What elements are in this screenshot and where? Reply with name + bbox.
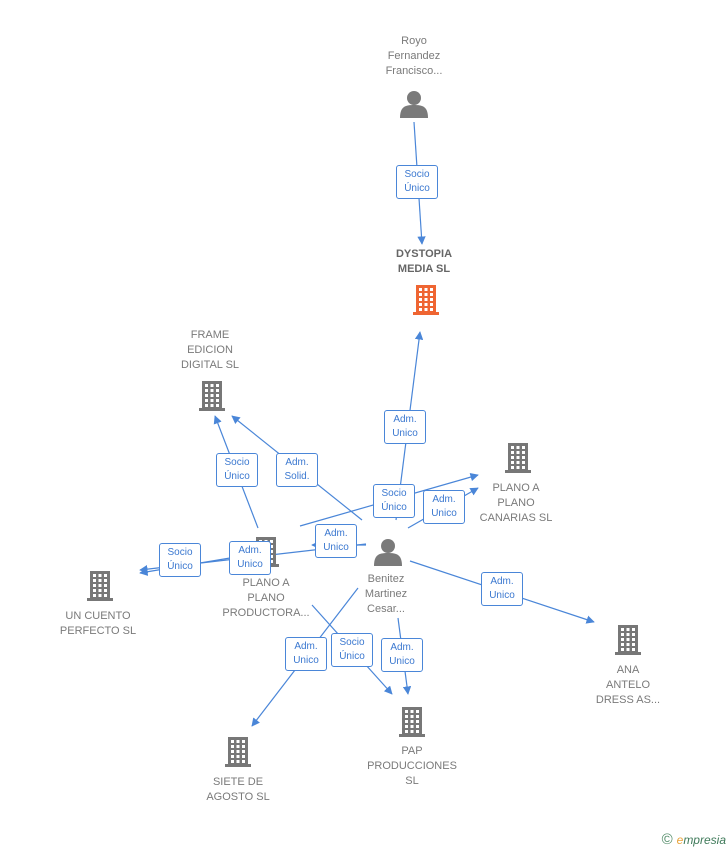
building-icon-canarias[interactable] [505,443,531,473]
person-icon-royo[interactable] [400,91,428,118]
node-label-cuento[interactable]: UN CUENTO PERFECTO SL [59,610,137,637]
brand-initial: e [676,833,684,847]
edge-label-benitez-to-frame[interactable]: Adm. Solid. [276,453,318,487]
building-icon-ana[interactable] [615,625,641,655]
node-label-pap[interactable]: PAP PRODUCCIONES SL [367,745,457,787]
edge-label-benitez-to-cuento[interactable]: Adm. Unico [229,541,271,575]
node-label-productora[interactable]: PLANO A PLANO PRODUCTORA... [222,577,310,619]
edge-label-benitez-to-productora[interactable]: Adm. Unico [315,524,357,558]
edge-label-benitez-to-dystopia[interactable]: Adm. Unico [384,410,426,444]
edge-label-benitez-to-canarias[interactable]: Adm. Unico [423,490,465,524]
node-label-canarias[interactable]: PLANO A PLANO CANARIAS SL [479,482,553,524]
building-icon-frame[interactable] [199,381,225,411]
person-icon-benitez[interactable] [374,539,402,566]
building-icon-siete[interactable] [225,737,251,767]
edge-label-royo-to-dystopia[interactable]: Socio Único [396,165,438,199]
copyright-symbol: © [661,831,673,848]
edge-label-productora-to-cuento[interactable]: Socio Único [159,543,201,577]
node-label-royo[interactable]: Royo Fernandez Francisco... [385,35,443,77]
node-label-dystopia[interactable]: DYSTOPIA MEDIA SL [395,248,453,275]
edge-label-benitez-to-siete[interactable]: Adm. Unico [285,637,327,671]
building-icon-pap[interactable] [399,707,425,737]
building-icon-dystopia[interactable] [413,285,439,315]
node-label-frame[interactable]: FRAME EDICION DIGITAL SL [180,329,240,371]
brand-watermark: ©empresia [662,831,726,848]
edge-label-productora-to-canarias[interactable]: Socio Único [373,484,415,518]
edge-label-productora-to-pap[interactable]: Socio Único [331,633,373,667]
edge-label-benitez-to-ana[interactable]: Adm. Unico [481,572,523,606]
edge-label-productora-to-frame[interactable]: Socio Único [216,453,258,487]
node-label-benitez[interactable]: Benitez Martinez Cesar... [364,573,408,615]
edge-label-benitez-to-pap[interactable]: Adm. Unico [381,638,423,672]
node-label-ana[interactable]: ANA ANTELO DRESS AS... [595,664,661,706]
building-icon-cuento[interactable] [87,571,113,601]
brand-name: mpresia [683,833,726,847]
node-label-siete[interactable]: SIETE DE AGOSTO SL [206,776,270,803]
